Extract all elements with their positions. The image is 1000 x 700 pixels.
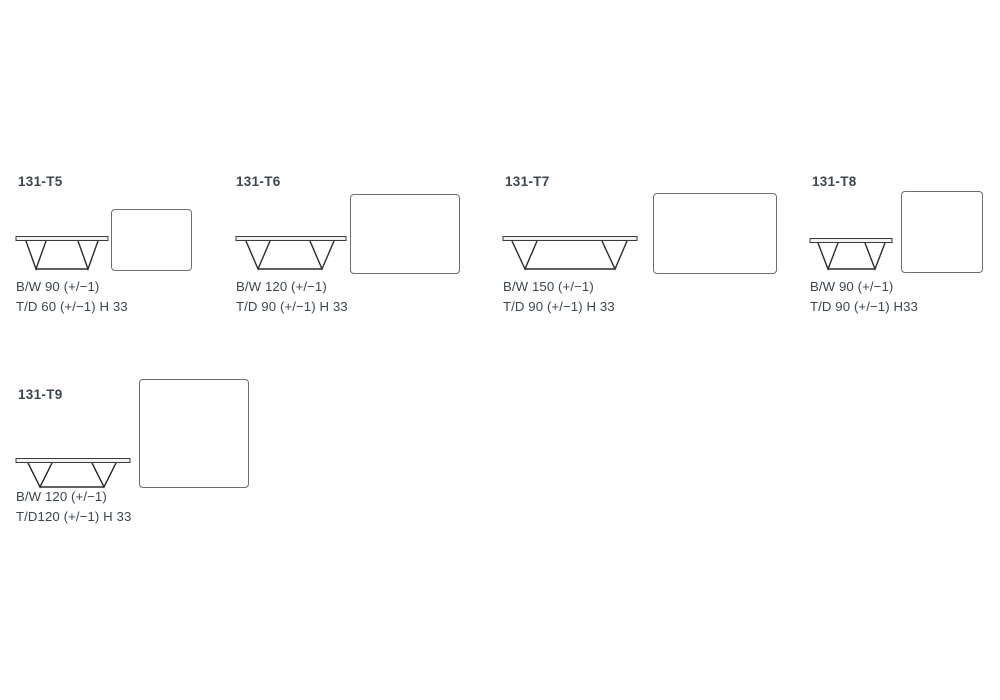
side-view-131-t6 [235,236,347,274]
dimension-width-131-t7: B/W 150 (+/−1) [503,279,594,294]
top-view-131-t5 [111,209,192,271]
dimension-width-131-t5: B/W 90 (+/−1) [16,279,100,294]
product-code-131-t5: 131-T5 [18,174,63,189]
top-view-131-t7 [653,193,777,274]
dimension-width-131-t8: B/W 90 (+/−1) [810,279,894,294]
dimension-depth-131-t8: T/D 90 (+/−1) H33 [810,299,918,314]
dimension-width-131-t9: B/W 120 (+/−1) [16,489,107,504]
top-view-131-t9 [139,379,249,488]
dimension-depth-131-t7: T/D 90 (+/−1) H 33 [503,299,615,314]
side-view-131-t9 [15,458,131,492]
product-code-131-t9: 131-T9 [18,387,63,402]
product-item-131-t5: 131-T5 B/W 90 (+/−1) T/D 60 (+/−1) H 33 [0,0,210,330]
side-view-131-t7 [502,236,638,274]
product-code-131-t8: 131-T8 [812,174,857,189]
dimension-width-131-t6: B/W 120 (+/−1) [236,279,327,294]
product-item-131-t7: 131-T7 B/W 150 (+/−1) T/D 90 (+/−1) H 33 [0,0,790,330]
product-item-131-t6: 131-T6 B/W 120 (+/−1) T/D 90 (+/−1) H 33 [0,0,480,330]
top-view-131-t6 [350,194,460,274]
dimension-depth-131-t6: T/D 90 (+/−1) H 33 [236,299,348,314]
side-view-131-t8 [809,238,893,274]
product-item-131-t8: 131-T8 B/W 90 (+/−1) T/D 90 (+/−1) H33 [0,0,1000,330]
top-view-131-t8 [901,191,983,273]
product-item-131-t9: 131-T9 B/W 120 (+/−1) T/D120 (+/−1) H 33 [0,0,270,540]
dimension-depth-131-t9: T/D120 (+/−1) H 33 [16,509,132,524]
product-code-131-t7: 131-T7 [505,174,550,189]
side-view-131-t5 [15,236,109,274]
dimension-depth-131-t5: T/D 60 (+/−1) H 33 [16,299,128,314]
product-code-131-t6: 131-T6 [236,174,281,189]
